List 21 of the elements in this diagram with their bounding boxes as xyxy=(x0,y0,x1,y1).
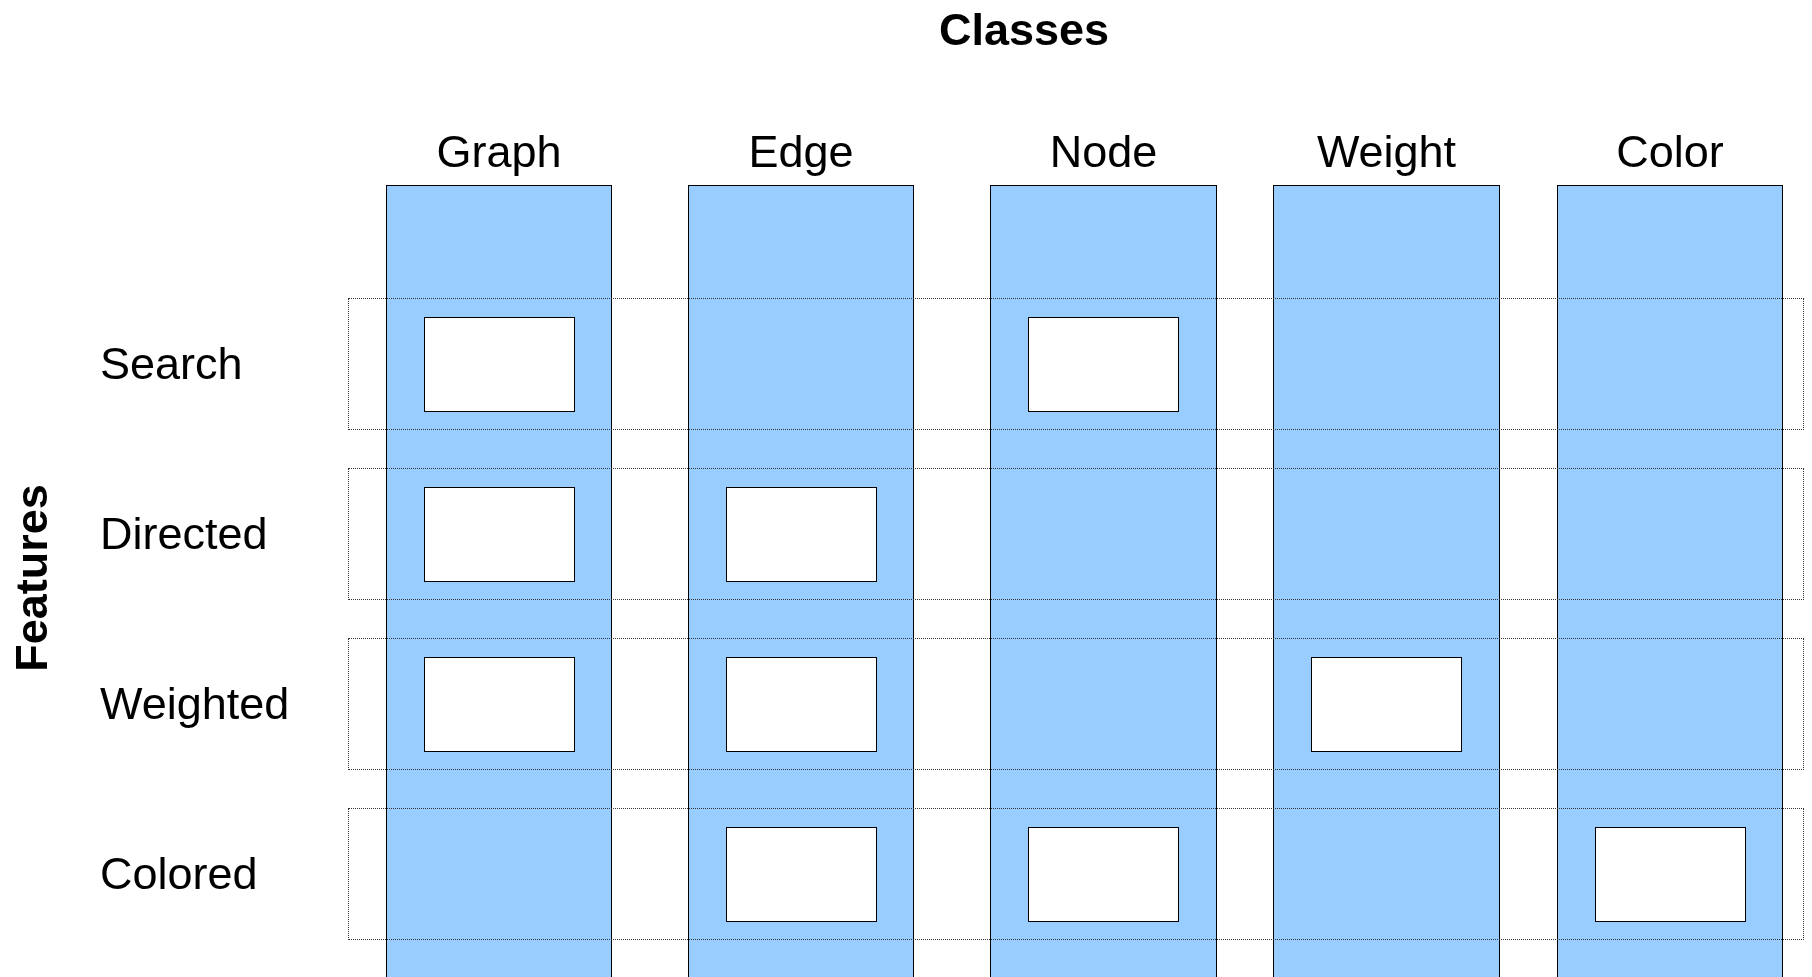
row-label: Colored xyxy=(100,848,258,900)
empty-box xyxy=(423,656,575,752)
column-heading: Edge xyxy=(748,126,854,178)
column-heading: Weight xyxy=(1316,126,1457,178)
row-label: Search xyxy=(100,338,243,390)
row-label: Directed xyxy=(100,508,268,560)
axis-label: Features xyxy=(6,484,58,672)
empty-box xyxy=(1028,316,1179,412)
empty-box xyxy=(725,656,877,752)
empty-box xyxy=(1311,656,1462,752)
row-label: Weighted xyxy=(100,678,290,730)
column-heading: Color xyxy=(1616,126,1724,178)
empty-box xyxy=(1028,826,1179,922)
empty-box xyxy=(423,486,575,582)
column-heading: Node xyxy=(1049,126,1158,178)
title: Classes xyxy=(938,4,1110,56)
empty-box xyxy=(423,316,575,412)
column-heading: Graph xyxy=(436,126,562,178)
empty-box xyxy=(1594,826,1746,922)
empty-box xyxy=(725,486,877,582)
empty-box xyxy=(725,826,877,922)
